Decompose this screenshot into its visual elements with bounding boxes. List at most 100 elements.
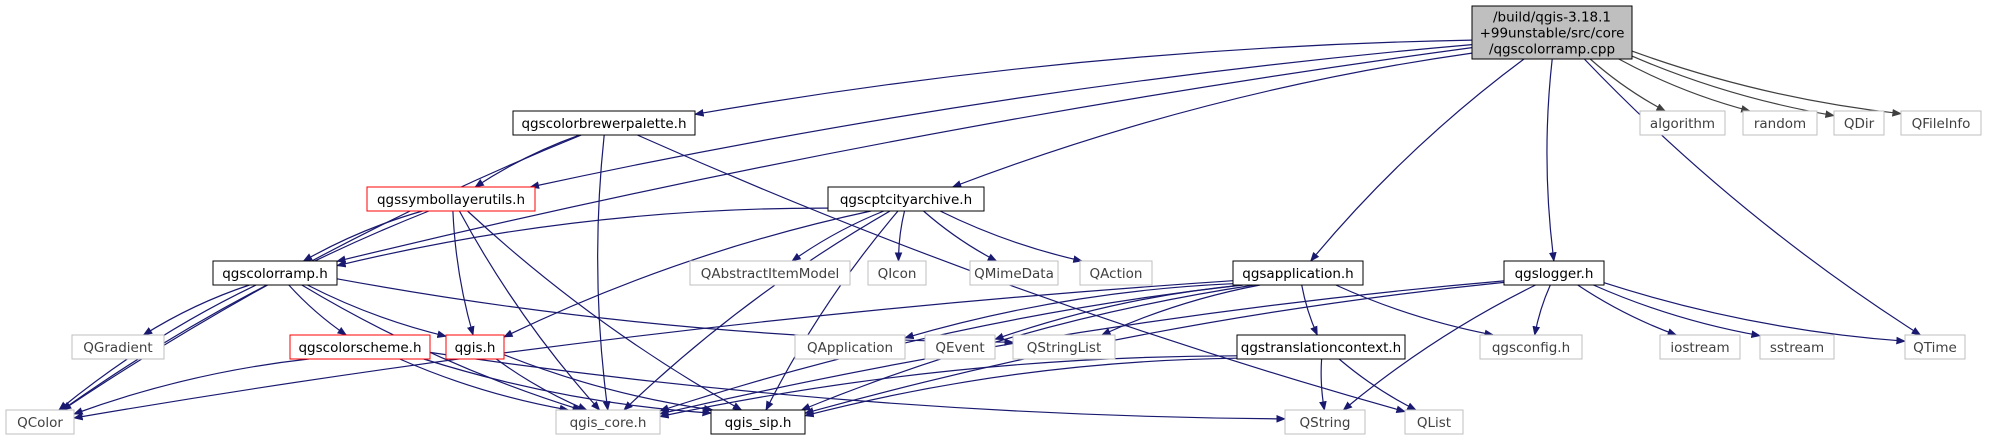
node-qgradient: QGradient: [71, 334, 165, 360]
edge-root-to-app: [1310, 58, 1525, 262]
node-scheme[interactable]: qgscolorscheme.h: [289, 334, 431, 360]
node-box-qmime: [969, 260, 1059, 286]
edge-cpt-to-qgis: [503, 210, 872, 338]
node-label-qsl: QStringList: [1027, 340, 1102, 356]
node-label-algorithm: algorithm: [1650, 116, 1715, 132]
node-label-ramp: qgscolorramp.h: [222, 266, 328, 282]
edge-layer: [58, 39, 1922, 423]
node-qsl: QStringList: [1012, 334, 1116, 360]
node-qstring: QString: [1284, 409, 1366, 435]
edge-root-to-symutils: [529, 44, 1473, 189]
edge-cpt-to-core: [623, 210, 891, 411]
edge-root-to-algorithm: [1589, 58, 1667, 112]
node-qgsconfig: qgsconfig.h: [1479, 334, 1583, 360]
node-app[interactable]: qgsapplication.h: [1232, 260, 1364, 286]
node-label-random: random: [1754, 116, 1806, 132]
edge-trans-to-core: [659, 355, 1238, 419]
node-box-trans: [1236, 334, 1406, 360]
edge-palette-to-qcolor: [61, 134, 582, 411]
node-box-qtime: [1904, 334, 1966, 360]
edge-qgis-to-sip: [503, 354, 714, 413]
node-box-qfileinfo: [1900, 110, 1982, 136]
node-label-qicon: QIcon: [878, 266, 917, 282]
edge-scheme-to-qstring: [429, 351, 1286, 423]
edge-root-to-random: [1618, 58, 1751, 113]
edge-root-to-qtime: [1583, 58, 1922, 336]
node-qaction: QAction: [1079, 260, 1153, 286]
edge-trans-to-qstring: [1319, 358, 1327, 411]
edge-symutils-to-qgis: [452, 210, 475, 336]
node-label-qapp: QApplication: [807, 340, 893, 356]
node-box-qicon: [867, 260, 927, 286]
node-label-cpt: qgscptcityarchive.h: [840, 192, 972, 208]
node-label-qgis: qgis.h: [455, 340, 496, 356]
node-qaim: QAbstractItemModel: [689, 260, 851, 286]
node-label-qaim: QAbstractItemModel: [701, 266, 840, 282]
node-box-qaim: [689, 260, 851, 286]
node-label-sip: qgis_sip.h: [725, 415, 792, 431]
edge-cpt-to-qmime: [923, 210, 998, 262]
node-box-qgis: [445, 334, 505, 360]
node-label-qlist: QList: [1417, 415, 1451, 431]
node-root[interactable]: /build/qgis-3.18.1+99unstable/src/core/q…: [1471, 5, 1633, 60]
edge-palette-to-qlist: [637, 134, 1406, 413]
node-box-scheme: [289, 334, 431, 360]
node-sstream: sstream: [1759, 334, 1835, 360]
edge-ramp-to-qgis: [307, 284, 447, 339]
node-box-app: [1232, 260, 1364, 286]
node-label-iostream: iostream: [1670, 340, 1729, 356]
node-qgis[interactable]: qgis.h: [445, 334, 505, 360]
edge-app-to-trans: [1301, 284, 1318, 336]
edge-cpt-to-sip: [765, 210, 899, 411]
edge-symutils-to-sip: [467, 210, 743, 411]
edge-trans-to-qlist: [1338, 358, 1417, 411]
edge-app-to-core: [659, 284, 1243, 412]
edge-root-to-logger: [1546, 58, 1557, 262]
edge-logger-to-sip: [804, 281, 1505, 415]
edge-logger-to-qgsconfig: [1532, 284, 1551, 336]
edge-symutils-to-qcolor: [61, 210, 430, 411]
node-label-qfileinfo: QFileInfo: [1912, 116, 1971, 132]
node-sip[interactable]: qgis_sip.h: [710, 409, 806, 435]
node-cpt[interactable]: qgscptcityarchive.h: [827, 186, 985, 212]
node-box-random: [1742, 110, 1818, 136]
node-box-logger: [1503, 260, 1605, 286]
edge-scheme-to-qcolor: [73, 358, 309, 415]
node-label-root: /build/qgis-3.18.1: [1493, 10, 1611, 26]
node-box-qaction: [1079, 260, 1153, 286]
node-qlist: QList: [1404, 409, 1464, 435]
node-qmime: QMimeData: [969, 260, 1059, 286]
node-box-core: [555, 409, 661, 435]
edge-cpt-to-ramp: [336, 207, 829, 268]
node-palette[interactable]: qgscolorbrewerpalette.h: [512, 110, 696, 136]
node-logger[interactable]: qgslogger.h: [1503, 260, 1605, 286]
node-ramp[interactable]: qgscolorramp.h: [212, 260, 338, 286]
node-label-qdir: QDir: [1844, 116, 1875, 132]
edge-app-to-qapp: [904, 283, 1234, 340]
node-box-qdir: [1833, 110, 1885, 136]
node-qapp: QApplication: [794, 334, 906, 360]
node-box-algorithm: [1639, 110, 1726, 136]
edge-logger-to-qtime: [1603, 282, 1906, 345]
node-label-qtime: QTime: [1913, 340, 1957, 356]
edge-root-to-ramp: [336, 47, 1473, 263]
edge-cpt-to-qaim: [791, 210, 885, 262]
node-qcolor: QColor: [5, 409, 75, 435]
node-box-qevent: [924, 334, 996, 360]
node-box-qgsconfig: [1479, 334, 1583, 360]
edge-ramp-to-core: [301, 284, 583, 412]
node-box-ramp: [212, 260, 338, 286]
edge-symutils-to-ramp: [302, 210, 423, 262]
edge-root-to-qfileinfo: [1631, 50, 1902, 117]
node-label-qgsconfig: qgsconfig.h: [1492, 340, 1570, 356]
node-box-symutils: [366, 186, 536, 212]
edge-logger-to-qstring: [1342, 284, 1536, 411]
node-trans[interactable]: qgstranslationcontext.h: [1236, 334, 1406, 360]
node-symutils[interactable]: qgssymbollayerutils.h: [366, 186, 536, 212]
edge-cpt-to-qicon: [894, 210, 906, 262]
node-label-sstream: sstream: [1770, 340, 1824, 356]
node-box-iostream: [1659, 334, 1741, 360]
node-box-qstring: [1284, 409, 1366, 435]
node-box-qsl: [1012, 334, 1116, 360]
edge-cpt-to-qaction: [939, 210, 1083, 263]
